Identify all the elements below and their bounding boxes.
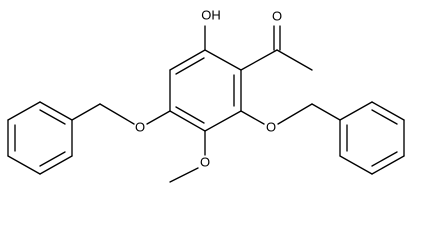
left-phenyl-bond-3 [7,155,41,175]
acetyl-group: O [240,8,313,71]
right-phenyl-bond-5-double [371,109,398,125]
ring-bond-3 [204,110,242,132]
right-phenyl-bond-6 [339,101,373,121]
left-phenyl-bond-2-double [39,151,66,167]
ring-bond-4 [169,110,206,132]
right-ether-ring-bond [240,110,265,125]
right-ether-oxygen-label: O [266,119,276,134]
left-ether-ring-bond [146,110,171,125]
hydroxyl-label: OH [201,7,221,22]
left-benzyloxy-group: O [7,101,171,175]
central-aromatic-ring [169,49,242,132]
acetyl-ring-bond [240,49,278,71]
ring-bond-4-double [175,106,205,124]
chemical-structure-diagram: O OH O O O [7,7,405,183]
methoxy-oxygen-label: O [200,154,210,169]
left-benzyl-ring-bond [71,103,101,121]
right-benzyloxy-group: O [240,101,405,175]
acetyl-methyl-bond [276,49,313,71]
left-phenyl-bond-5 [7,101,41,121]
left-phenyl-bond-2 [39,155,73,175]
ring-bond-1 [204,49,242,71]
carbonyl-oxygen-label: O [272,8,282,23]
right-phenyl-bond-3 [371,155,405,175]
right-phenyl-bond-2 [339,155,373,175]
left-phenyl-ring [7,101,73,175]
methoxy-group: O [169,130,210,183]
left-phenyl-bond-6 [39,101,73,121]
hydroxyl-group: OH [201,7,221,51]
left-ether-ch2-bond [99,103,135,125]
right-phenyl-bond-3-double [371,151,398,167]
ring-bond-6-double [175,57,205,75]
right-phenyl-ring [339,101,405,175]
ring-bond-6 [169,49,206,71]
right-benzyl-ring-bond [311,103,341,121]
left-phenyl-bond-6-double [39,109,66,125]
right-ether-ch2-bond [277,103,313,125]
left-ether-oxygen-label: O [135,119,145,134]
right-phenyl-bond-5 [371,101,405,121]
methoxy-methyl-bond [169,167,199,183]
